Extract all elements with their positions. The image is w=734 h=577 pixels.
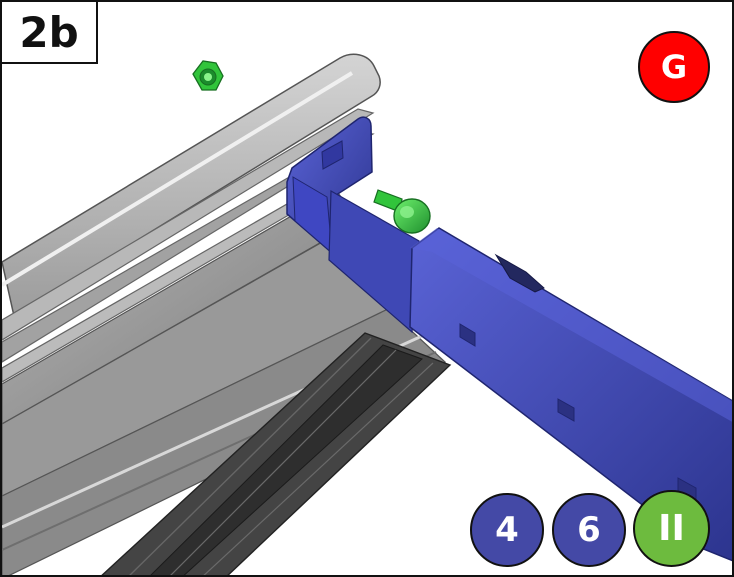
badge-4: 4 [470,493,544,567]
badge-g: G [638,31,710,103]
step-label: 2b [2,2,98,64]
green-nut-icon [192,60,224,91]
green-pin-icon [373,189,431,234]
badge-6: 6 [552,493,626,567]
badge-ii: II [633,490,710,567]
